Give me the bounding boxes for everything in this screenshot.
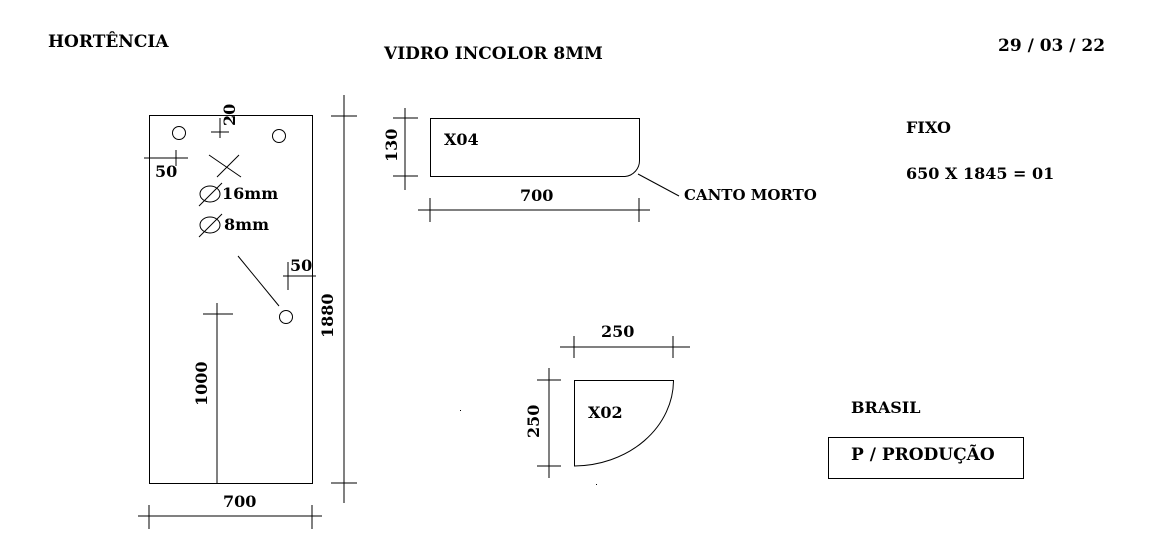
piece-x02-width-label: 250 (601, 322, 635, 341)
production-stamp-text: P / PRODUÇÃO (851, 445, 995, 465)
fixed-panel-title: FIXO (906, 118, 951, 137)
main-hinge-height-label: 1000 (192, 361, 211, 406)
fixed-panel-spec: 650 X 1845 = 01 (906, 164, 1055, 183)
brand-label: BRASIL (851, 398, 921, 417)
client-name: HORTÊNCIA (48, 32, 169, 52)
piece-x02-code: X02 (588, 403, 623, 422)
main-height-label: 1880 (318, 293, 337, 338)
piece-x02-outline (574, 380, 675, 467)
piece-x04-outline (430, 118, 641, 177)
material-title: VIDRO INCOLOR 8MM (384, 44, 603, 64)
main-hole-8-label: 8mm (224, 215, 269, 234)
main-width-label: 700 (223, 492, 257, 511)
piece-x02-height-label: 250 (524, 404, 543, 438)
main-piece-outline (149, 115, 313, 484)
main-knob-offset-label: 50 (290, 256, 313, 275)
hole-top-left (172, 126, 186, 140)
main-hole-16-label: 16mm (222, 184, 279, 203)
piece-x04-width-label: 700 (520, 186, 554, 205)
date: 29 / 03 / 22 (998, 36, 1106, 56)
stray-dot (460, 410, 461, 411)
production-stamp: P / PRODUÇÃO (828, 437, 1024, 479)
hole-knob (279, 310, 293, 324)
piece-x04-code: X04 (444, 130, 479, 149)
knob-leader (237, 255, 280, 307)
canto-morto-note: CANTO MORTO (684, 186, 817, 204)
hole-top-right (272, 129, 286, 143)
piece-x04-height-label: 130 (382, 128, 401, 162)
main-hole-top-offset-label: 20 (220, 103, 239, 126)
main-hole-side-offset-label: 50 (155, 162, 178, 181)
stray-dot (596, 484, 597, 485)
